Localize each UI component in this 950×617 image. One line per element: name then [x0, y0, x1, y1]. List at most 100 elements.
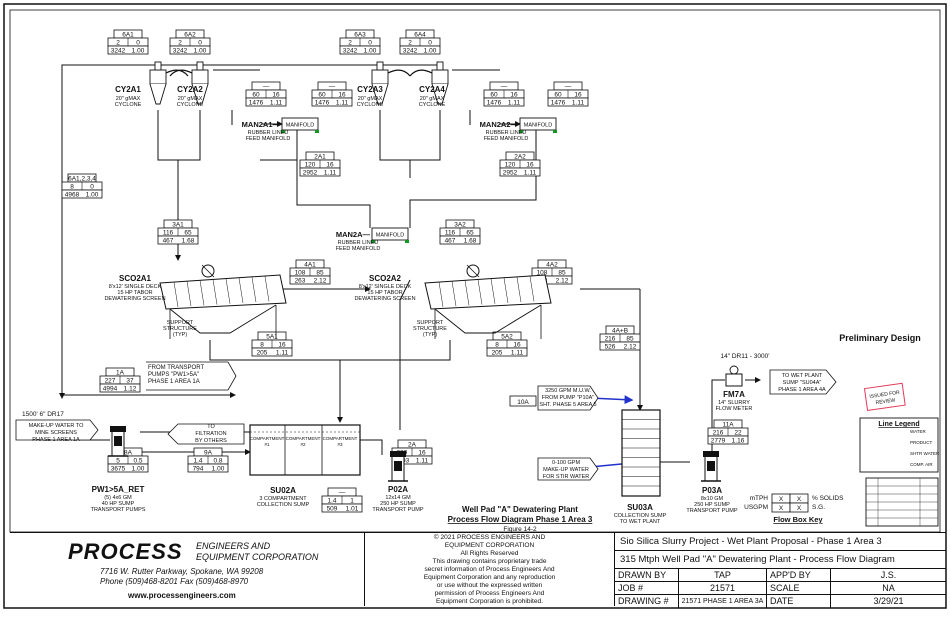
screen-desc: 8'x12' SINGLE DECK — [359, 284, 412, 290]
flow-box-id: — — [263, 84, 270, 91]
line-legend-label: PRODUCT — [910, 440, 933, 445]
support-label: (TYP) — [173, 332, 188, 338]
flow-box-row2 — [321, 503, 363, 513]
sump-pump — [701, 451, 721, 482]
flow-box-id: — — [565, 84, 572, 91]
flow-box-solids: 37 — [126, 378, 134, 385]
flow-box-usgpm: 3242 — [343, 48, 358, 55]
to-filtration-tag-box — [167, 423, 245, 445]
manifold-tag: MAN2A2— — [480, 120, 519, 129]
flow-box-id: 6A1 — [122, 32, 134, 39]
cyclone-desc: CYCLONE — [419, 102, 446, 108]
flow-box-solids: 16 — [326, 162, 334, 169]
flow-box-mtph: 8 — [260, 342, 264, 349]
flow-box-id: 11A — [722, 422, 734, 429]
manifold-foot — [553, 130, 557, 133]
cyclone-inlet — [169, 69, 193, 77]
cyclone-tag: CY2A3 — [357, 85, 383, 94]
cyclone-cone — [191, 83, 209, 105]
flow-box-solids: 65 — [466, 230, 474, 237]
company-subtitle: ENGINEERS AND EQUIPMENT CORPORATION — [196, 541, 319, 562]
manifold-desc: RUBBER LINED — [486, 130, 527, 136]
support-label: (TYP) — [423, 332, 438, 338]
flow-box-usgpm: 794 — [193, 466, 204, 473]
project-line-2: 315 Mtph Well Pad "A" Dewatering Plant -… — [615, 551, 946, 569]
compartment-label: #1 — [264, 442, 270, 447]
flow-box-id: 8A — [124, 450, 133, 457]
screen-desc: DEWATERING SCREEN — [354, 296, 415, 302]
flow-box-mtph: 116 — [445, 230, 456, 237]
flow-box-sg: 1.11 — [270, 100, 283, 107]
makeup-water-note: PHASE 1 AREA 1A — [32, 437, 80, 443]
manifold-desc: RUBBER LINED — [338, 240, 379, 246]
flow-box-sg: 1.00 — [212, 466, 225, 473]
flow-box-sg: 2.12 — [314, 278, 327, 285]
flow-box-usgpm: 1476 — [249, 100, 264, 107]
flow-box-solids: 16 — [338, 92, 346, 99]
diagram-title: Well Pad "A" Dewatering Plant — [462, 505, 578, 514]
from-transport-note: FROM TRANSPORT — [148, 365, 204, 371]
flow-box-row2 — [399, 45, 441, 55]
pipe-left-return — [61, 64, 153, 395]
sump-tag: SU02A — [270, 486, 296, 495]
date-label: DATE — [767, 595, 831, 608]
stir-water-tag-box — [537, 457, 599, 481]
pump-desc: (5) 4x6 GM — [104, 495, 132, 501]
flow-box-solids: 0 — [90, 184, 94, 191]
support-label: STRUCTURE — [163, 326, 197, 332]
flow-box-key-left: USGPM — [744, 504, 768, 511]
line-legend-label: COMP. AIR — [910, 462, 933, 467]
manifold-label: MANIFOLD — [376, 233, 404, 239]
sump-desc: COLLECTION SUMP — [257, 502, 310, 508]
pump-desc: 8x10 GM — [701, 496, 724, 502]
scale-value: NA — [831, 582, 946, 595]
flow-box-id: 4A+B — [612, 328, 628, 335]
review-stamp-box — [863, 382, 906, 411]
company-address: 7716 W. Rutter Parkway, Spokane, WA 9920… — [100, 567, 264, 586]
flow-box-mtph: 108 — [537, 270, 548, 277]
flow-box-usgpm: 4994 — [103, 386, 118, 393]
flow-box-usgpm: 467 — [163, 238, 174, 245]
flow-box-id: 3A1 — [172, 222, 184, 229]
flow-box-row2 — [599, 341, 641, 351]
cyclone-tag: CY2A2 — [177, 85, 203, 94]
flow-box-usgpm: 2779 — [711, 438, 726, 445]
screen-desc: 15 HP TABOR — [367, 290, 402, 296]
compartment-label: #3 — [337, 442, 343, 447]
flow-box-row2 — [61, 189, 103, 199]
manifold-foot — [519, 130, 523, 133]
flow-box-solids: 85 — [626, 336, 634, 343]
pump-casing — [394, 461, 402, 471]
pump-motor — [703, 451, 719, 457]
flow-meter-body — [725, 373, 743, 387]
screen-desc: 8'x12' SINGLE DECK — [109, 284, 162, 290]
mwu-flow-box — [509, 395, 537, 407]
flow-box-sg: 2.12 — [624, 344, 637, 351]
to-filtration-note: BY OTHERS — [195, 438, 227, 444]
cyclone-body — [149, 69, 167, 85]
flow-box-mtph: 120 — [505, 162, 516, 169]
compartment-label: COMPARTMENT — [286, 436, 321, 441]
flow-box-row2 — [157, 235, 199, 245]
screen-tag: SCO2A2 — [369, 274, 402, 283]
flow-box-id: — — [339, 490, 346, 497]
flow-box-mtph: 108 — [295, 270, 306, 277]
flow-box-row2 — [187, 463, 229, 473]
flow-box-row2 — [169, 45, 211, 55]
flow-box-row2 — [499, 167, 541, 177]
mwu-note: FROM PUMP "P10A" — [542, 395, 594, 401]
compartment-label: #2 — [300, 442, 306, 447]
sump-body — [249, 424, 361, 476]
screen-deck — [424, 274, 552, 310]
copyright-block: © 2021 PROCESS ENGINEERS AND EQUIPMENT C… — [364, 532, 614, 606]
